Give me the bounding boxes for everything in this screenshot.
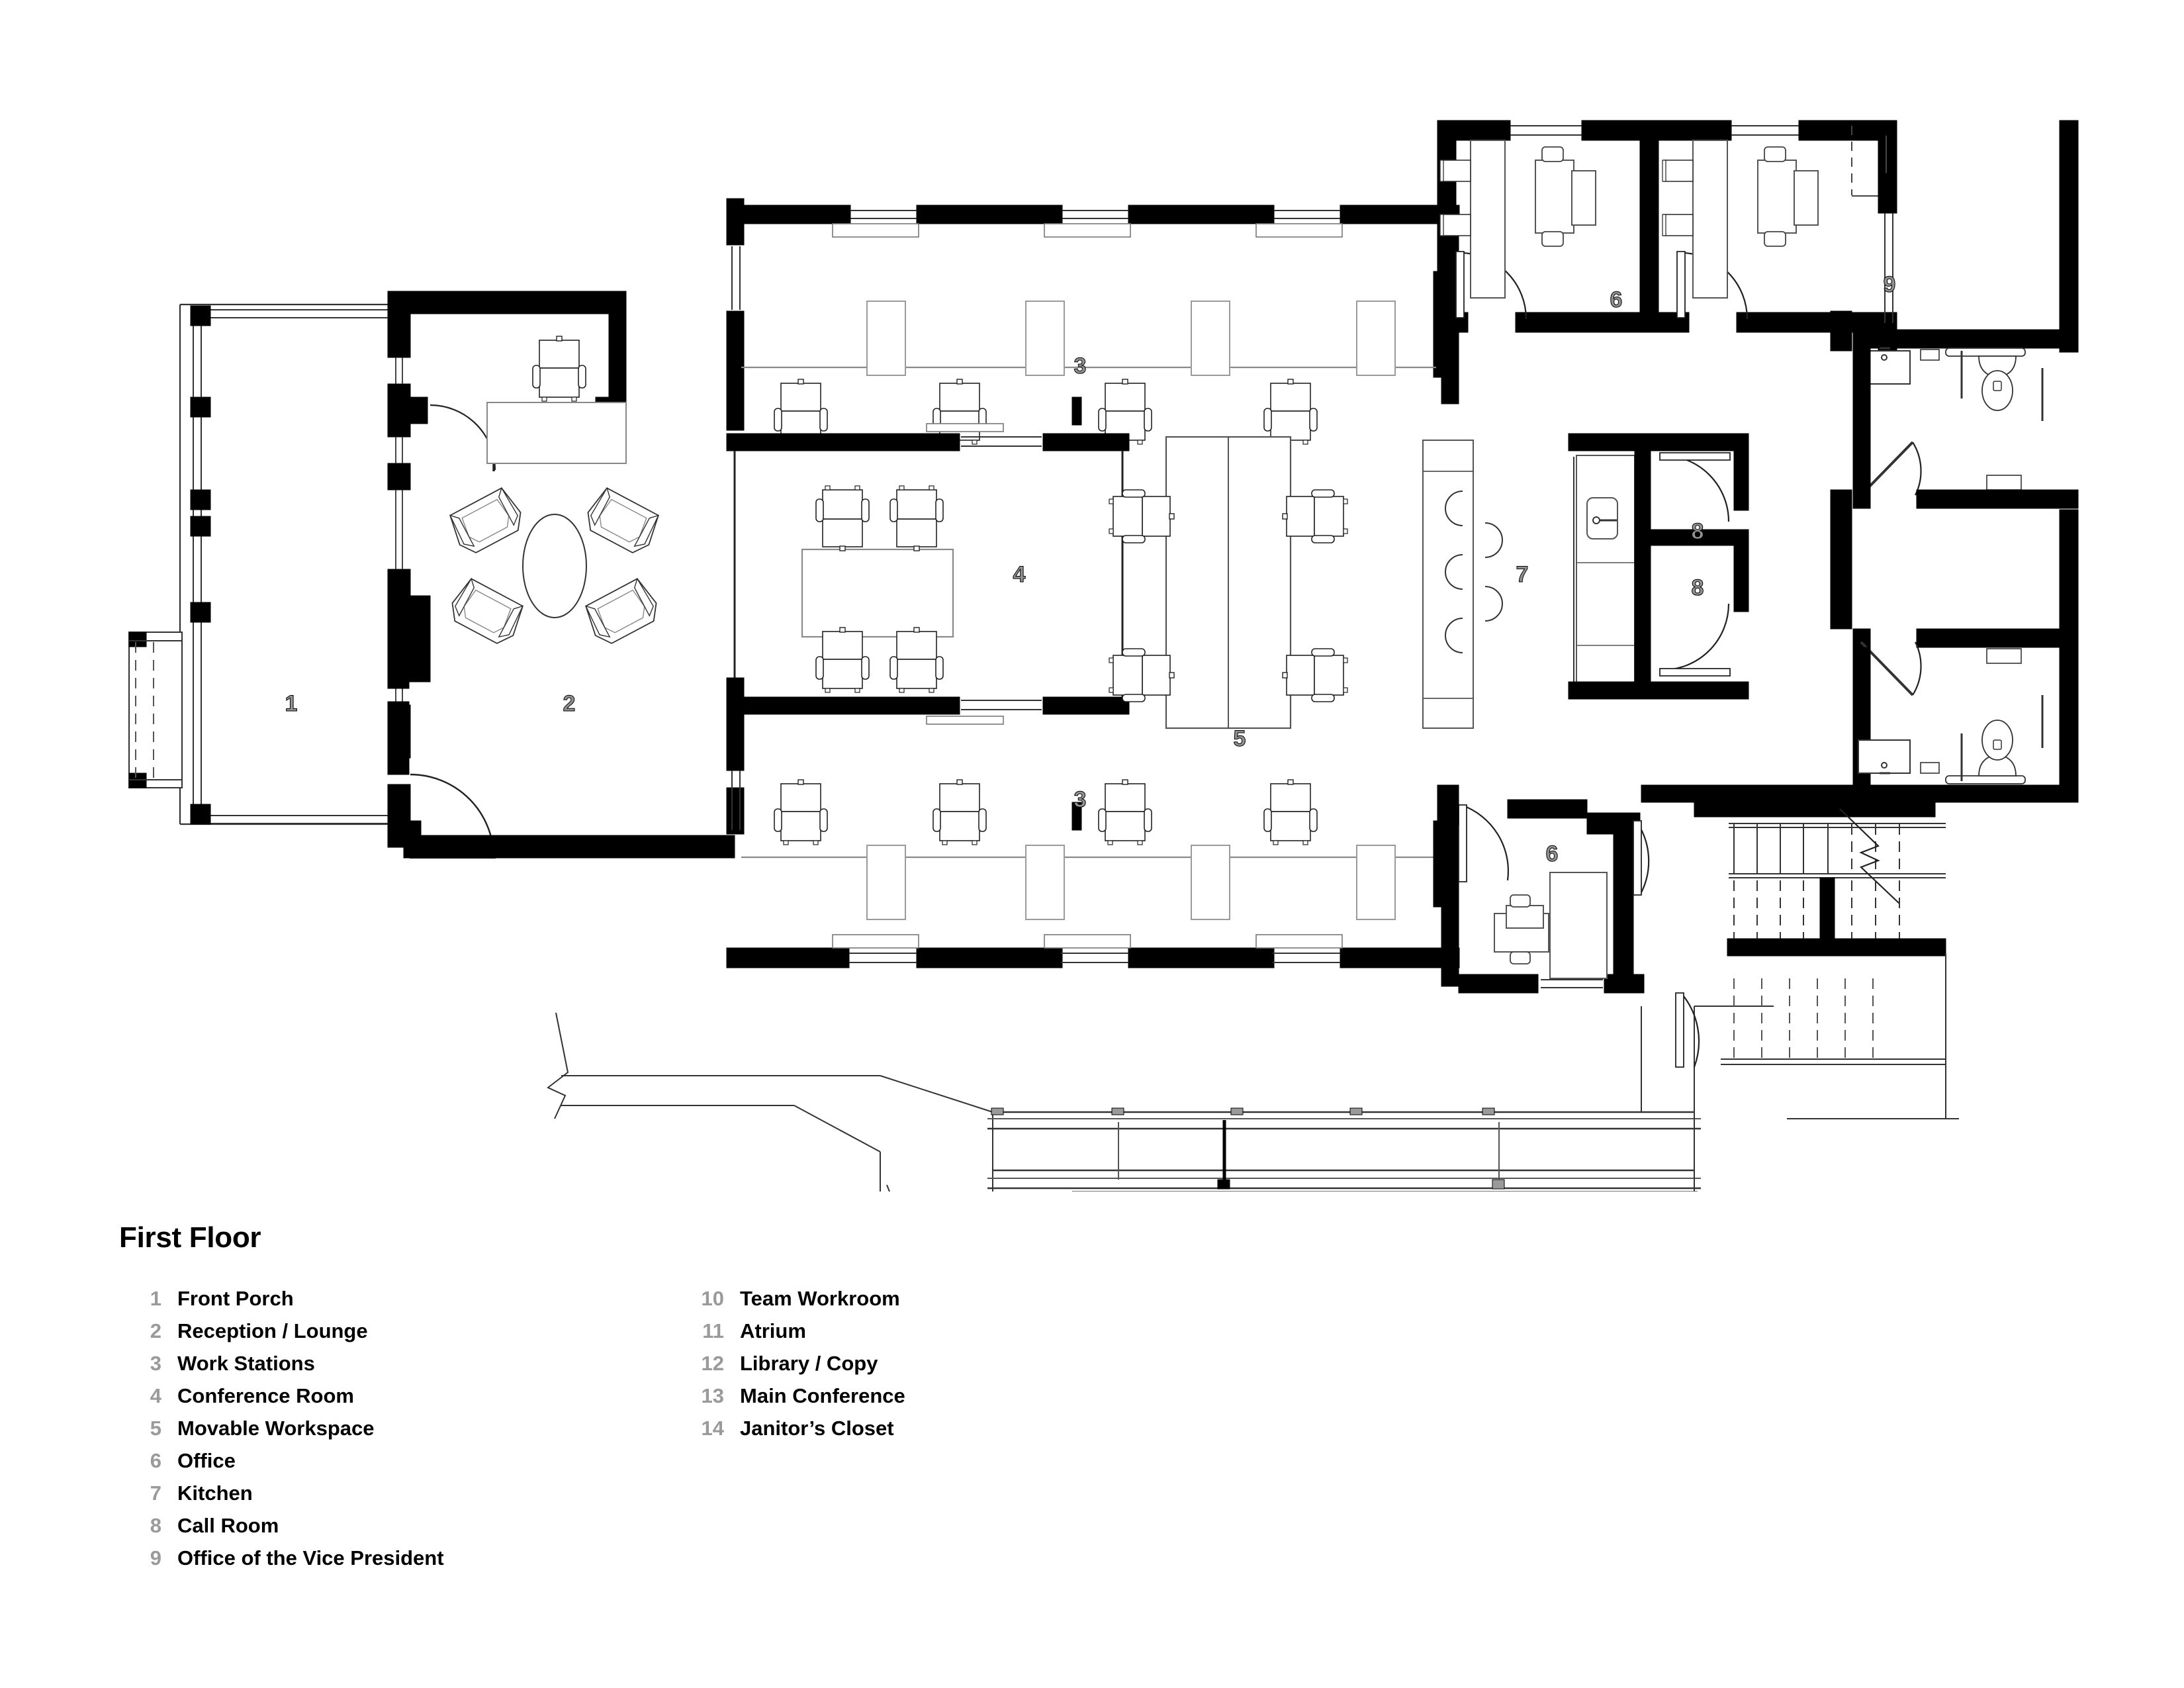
legend-item-number: 11	[702, 1319, 724, 1342]
legend-item-number: 8	[150, 1514, 161, 1537]
legend-item-label: Reception / Lounge	[177, 1319, 368, 1342]
room-movable-workspace	[1109, 436, 1348, 729]
exterior-deck	[547, 953, 1959, 1192]
room-restroom-lower	[1852, 509, 2079, 803]
floor-plan-drawing: 1 2 3 4 5 7 8 8 6 9 3 6	[128, 120, 2079, 1192]
room-number-conference-room: 4	[1013, 562, 1026, 587]
room-reception-lounge	[387, 291, 735, 859]
room-number-office-bottom: 6	[1546, 841, 1559, 867]
legend-item-label: Front Porch	[177, 1287, 294, 1310]
legend-item-janitor-s-closet: 14 Janitor’s Closet	[682, 1412, 905, 1444]
room-conference	[726, 423, 1130, 725]
legend-item-label: Library / Copy	[740, 1352, 878, 1375]
legend-item-office: 6 Office	[119, 1444, 444, 1477]
legend-item-conference-room: 4 Conference Room	[119, 1380, 444, 1412]
legend-item-movable-workspace: 5 Movable Workspace	[119, 1412, 444, 1444]
floor-plan-svg: 1 2 3 4 5 7 8 8 6 9 3 6	[128, 120, 2079, 1192]
legend-item-label: Call Room	[177, 1514, 279, 1537]
legend-item-number: 7	[150, 1481, 161, 1505]
legend-item-kitchen: 7 Kitchen	[119, 1477, 444, 1509]
legend-columns: 1 Front Porch 2 Reception / Lounge 3 Work Sta…	[119, 1282, 1443, 1573]
legend-item-number: 5	[150, 1417, 161, 1440]
legend-item-work-stations: 3 Work Stations	[119, 1347, 444, 1380]
legend-column-1: 1 Front Porch 2 Reception / Lounge 3 Work Sta…	[119, 1282, 444, 1574]
room-office-vp	[1658, 120, 1897, 333]
room-restroom-upper	[1852, 120, 2079, 509]
legend-item-team-workroom: 10 Team Workroom	[682, 1282, 905, 1315]
legend-item-number: 4	[150, 1384, 161, 1407]
room-work-stations-upper	[726, 198, 1460, 445]
room-office-upper	[1437, 120, 1659, 333]
legend-item-label: Office	[177, 1449, 236, 1472]
stairs	[1694, 799, 1946, 957]
room-number-call-room-upper: 8	[1692, 519, 1704, 544]
room-number-office-top: 6	[1610, 287, 1623, 312]
legend-item-number: 1	[150, 1287, 161, 1310]
legend-item-number: 6	[150, 1449, 161, 1472]
legend-item-label: Team Workroom	[740, 1287, 900, 1310]
room-number-work-stations-bot: 3	[1074, 787, 1087, 812]
legend-item-number: 2	[150, 1319, 161, 1342]
legend-item-label: Kitchen	[177, 1481, 253, 1505]
legend-item-label: Conference Room	[177, 1384, 354, 1407]
legend-item-number: 13	[701, 1384, 724, 1407]
room-number-office-vp: 9	[1884, 272, 1896, 297]
room-number-front-porch: 1	[285, 691, 298, 716]
legend-item-main-conference: 13 Main Conference	[682, 1380, 905, 1412]
legend-item-label: Movable Workspace	[177, 1417, 375, 1440]
legend-item-label: Office of the Vice President	[177, 1546, 444, 1570]
room-number-kitchen: 7	[1516, 562, 1529, 587]
legend-item-number: 9	[150, 1546, 161, 1570]
legend-item-number: 14	[701, 1417, 724, 1440]
room-number-call-room-lower: 8	[1692, 575, 1704, 600]
room-office-lower	[1458, 799, 1650, 994]
room-number-movable-workspace: 5	[1234, 726, 1246, 751]
legend-item-number: 10	[701, 1287, 724, 1310]
legend-block: First Floor 1 Front Porch 2 Reception / Lou…	[119, 1221, 1443, 1573]
legend-item-label: Atrium	[740, 1319, 806, 1342]
room-call-rooms	[1568, 433, 1749, 700]
legend-item-number: 12	[701, 1352, 724, 1375]
legend-item-office-of-the-vice-president: 9 Office of the Vice President	[119, 1542, 444, 1574]
core-walls	[1437, 310, 1855, 825]
legend-item-library-copy: 12 Library / Copy	[682, 1347, 905, 1380]
room-work-stations-lower	[726, 677, 1460, 987]
room-number-work-stations-top: 3	[1074, 353, 1087, 379]
legend-item-label: Main Conference	[740, 1384, 905, 1407]
legend-title: First Floor	[119, 1221, 261, 1254]
legend-item-reception-lounge: 2 Reception / Lounge	[119, 1315, 444, 1347]
legend-item-call-room: 8 Call Room	[119, 1509, 444, 1542]
legend-item-atrium: 11 Atrium	[682, 1315, 905, 1347]
legend-item-label: Work Stations	[177, 1352, 315, 1375]
room-number-tags: 1 2 3 4 5 7 8 8 6 9 3 6	[285, 271, 1896, 867]
legend-item-front-porch: 1 Front Porch	[119, 1282, 444, 1315]
room-front-porch	[128, 303, 411, 831]
legend-item-label: Janitor’s Closet	[740, 1417, 894, 1440]
legend-item-number: 3	[150, 1352, 161, 1375]
room-kitchen	[1422, 440, 1503, 729]
room-number-reception-lounge: 2	[563, 691, 576, 716]
